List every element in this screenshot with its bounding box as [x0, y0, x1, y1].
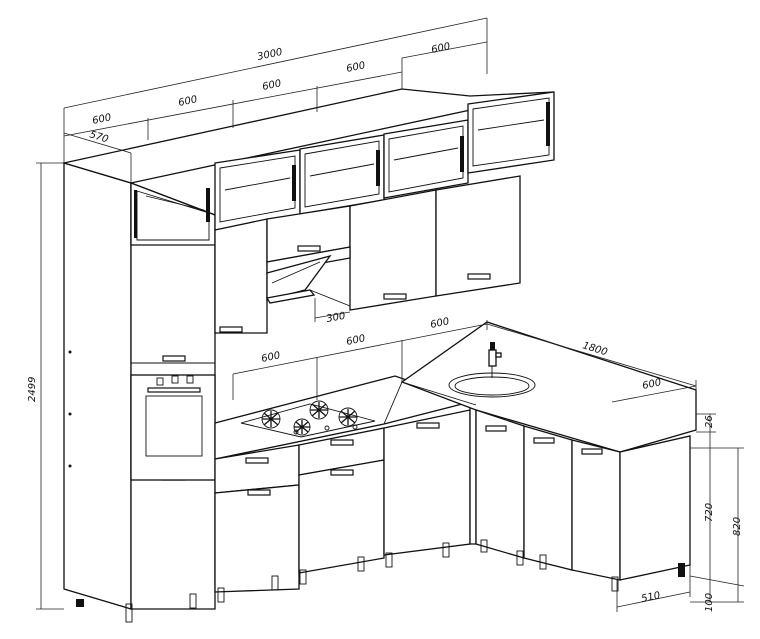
upper-wall-cabinets — [214, 175, 521, 334]
gas-burners — [261, 400, 358, 436]
dim-total-width: 3000 — [256, 47, 283, 63]
dim-countertop: 26 — [704, 415, 715, 428]
corner-run — [400, 321, 697, 592]
dim-upper-right: 600 — [430, 41, 451, 56]
oven-knob-1 — [156, 377, 164, 386]
dimension-labels: 3000 600 600 600 600 600 570 2499 300 60… — [27, 41, 743, 612]
dim-height-total: 2499 — [27, 377, 38, 402]
burner-3 — [293, 418, 311, 436]
dim-upper-1: 600 — [91, 112, 112, 127]
dim-depth-top: 570 — [88, 129, 109, 145]
oven-knob-3 — [186, 375, 194, 384]
tall-upper-handle — [162, 355, 186, 362]
dim-base-1: 600 — [260, 350, 281, 365]
dim-base-body: 720 — [704, 503, 715, 522]
dim-base-depth: 510 — [640, 590, 661, 605]
dim-corner-depth: 600 — [641, 377, 662, 392]
range-hood — [265, 246, 351, 307]
oven — [130, 374, 216, 481]
upper-display-cabinets — [61, 88, 555, 246]
dim-hood-depth: 300 — [326, 311, 347, 325]
dim-base-3: 600 — [429, 316, 450, 331]
dimension-lines — [36, 17, 745, 612]
dim-upper-3: 600 — [261, 78, 282, 93]
dim-upper-2: 600 — [177, 94, 198, 109]
burner-1 — [261, 409, 281, 429]
burner-4 — [338, 407, 358, 427]
dim-base-total: 820 — [732, 517, 743, 536]
dim-legs: 100 — [704, 593, 715, 612]
sink-faucet — [488, 342, 502, 378]
dim-upper-4: 600 — [345, 60, 366, 75]
oven-knob-2 — [171, 375, 179, 384]
burner-2 — [309, 400, 329, 420]
dim-base-2: 600 — [345, 333, 366, 348]
